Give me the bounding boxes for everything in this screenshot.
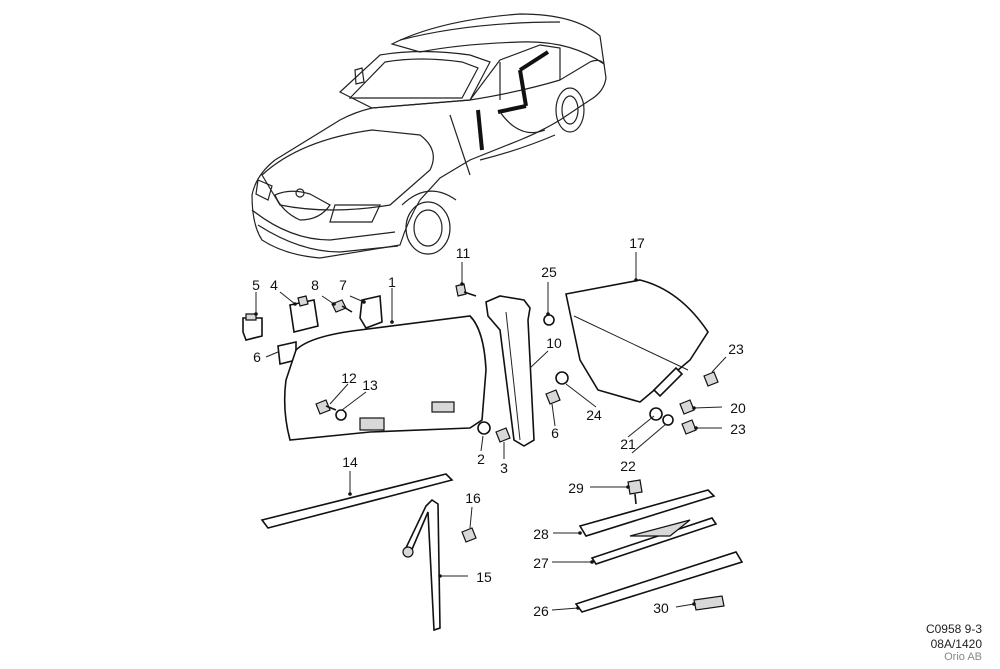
part-30-clip <box>693 595 725 611</box>
part-10-channel <box>485 295 535 447</box>
part-14-weatherstrip <box>260 473 454 529</box>
callout-27: 27 <box>533 555 549 571</box>
footer-company: Orio AB <box>944 651 982 663</box>
leader-dots <box>254 278 698 610</box>
part-28-strip <box>578 489 716 537</box>
part-13-washer <box>335 409 347 421</box>
callout-11: 11 <box>455 245 471 261</box>
callout-16: 16 <box>465 490 481 506</box>
callout-1: 1 <box>388 274 396 290</box>
callout-12: 12 <box>341 370 357 386</box>
part-4-bracket <box>289 295 319 333</box>
callout-2: 2 <box>477 451 485 467</box>
part-23-bolt-lower <box>681 419 697 435</box>
part-11-bolt <box>455 283 477 297</box>
footer-code: C0958 9-3 <box>925 622 982 636</box>
callout-26: 26 <box>533 603 549 619</box>
callout-29: 29 <box>568 480 584 496</box>
callout-13: 13 <box>362 377 378 393</box>
callout-3: 3 <box>500 460 508 476</box>
part-3-bolt <box>495 427 511 443</box>
callout-14: 14 <box>342 454 358 470</box>
callout-10: 10 <box>546 335 562 351</box>
part-15-seal <box>402 498 441 632</box>
part-6-bolt <box>545 389 561 405</box>
part-2-washer <box>477 421 491 435</box>
part-8-screw <box>331 299 353 313</box>
callout-23-lower: 23 <box>730 421 746 437</box>
callout-5: 5 <box>252 277 260 293</box>
part-1-door-glass <box>283 315 487 441</box>
part-12-bolt <box>315 399 337 415</box>
part-5-clip <box>242 313 263 341</box>
callout-6-right: 6 <box>551 425 559 441</box>
callout-21: 21 <box>620 436 636 452</box>
part-29-bolt <box>627 479 643 505</box>
part-26-sill-strip <box>574 551 744 613</box>
part-17-quarter-glass <box>565 279 709 403</box>
callout-6-left: 6 <box>253 349 261 365</box>
callout-24: 24 <box>586 407 602 423</box>
part-20-bolt <box>679 399 695 415</box>
footer-ref: 08A/1420 <box>930 637 982 651</box>
leader-lines <box>255 252 727 611</box>
part-22-washer <box>662 414 674 426</box>
part-23-bolt-upper <box>703 371 719 387</box>
callout-28: 28 <box>533 526 549 542</box>
part-25-nut <box>543 314 555 326</box>
part-7-block <box>359 295 383 329</box>
car-illustration <box>251 13 607 259</box>
callout-8: 8 <box>311 277 319 293</box>
callout-23-upper: 23 <box>728 341 744 357</box>
callout-25: 25 <box>541 264 557 280</box>
callout-20: 20 <box>730 400 746 416</box>
callout-15: 15 <box>476 569 492 585</box>
part-27-strip <box>590 517 718 565</box>
part-24-washer <box>555 371 569 385</box>
callout-7: 7 <box>339 277 347 293</box>
callout-30: 30 <box>653 600 669 616</box>
callout-22: 22 <box>620 458 636 474</box>
part-16-bolt <box>461 527 477 543</box>
callout-4: 4 <box>270 277 278 293</box>
callout-17: 17 <box>629 235 645 251</box>
